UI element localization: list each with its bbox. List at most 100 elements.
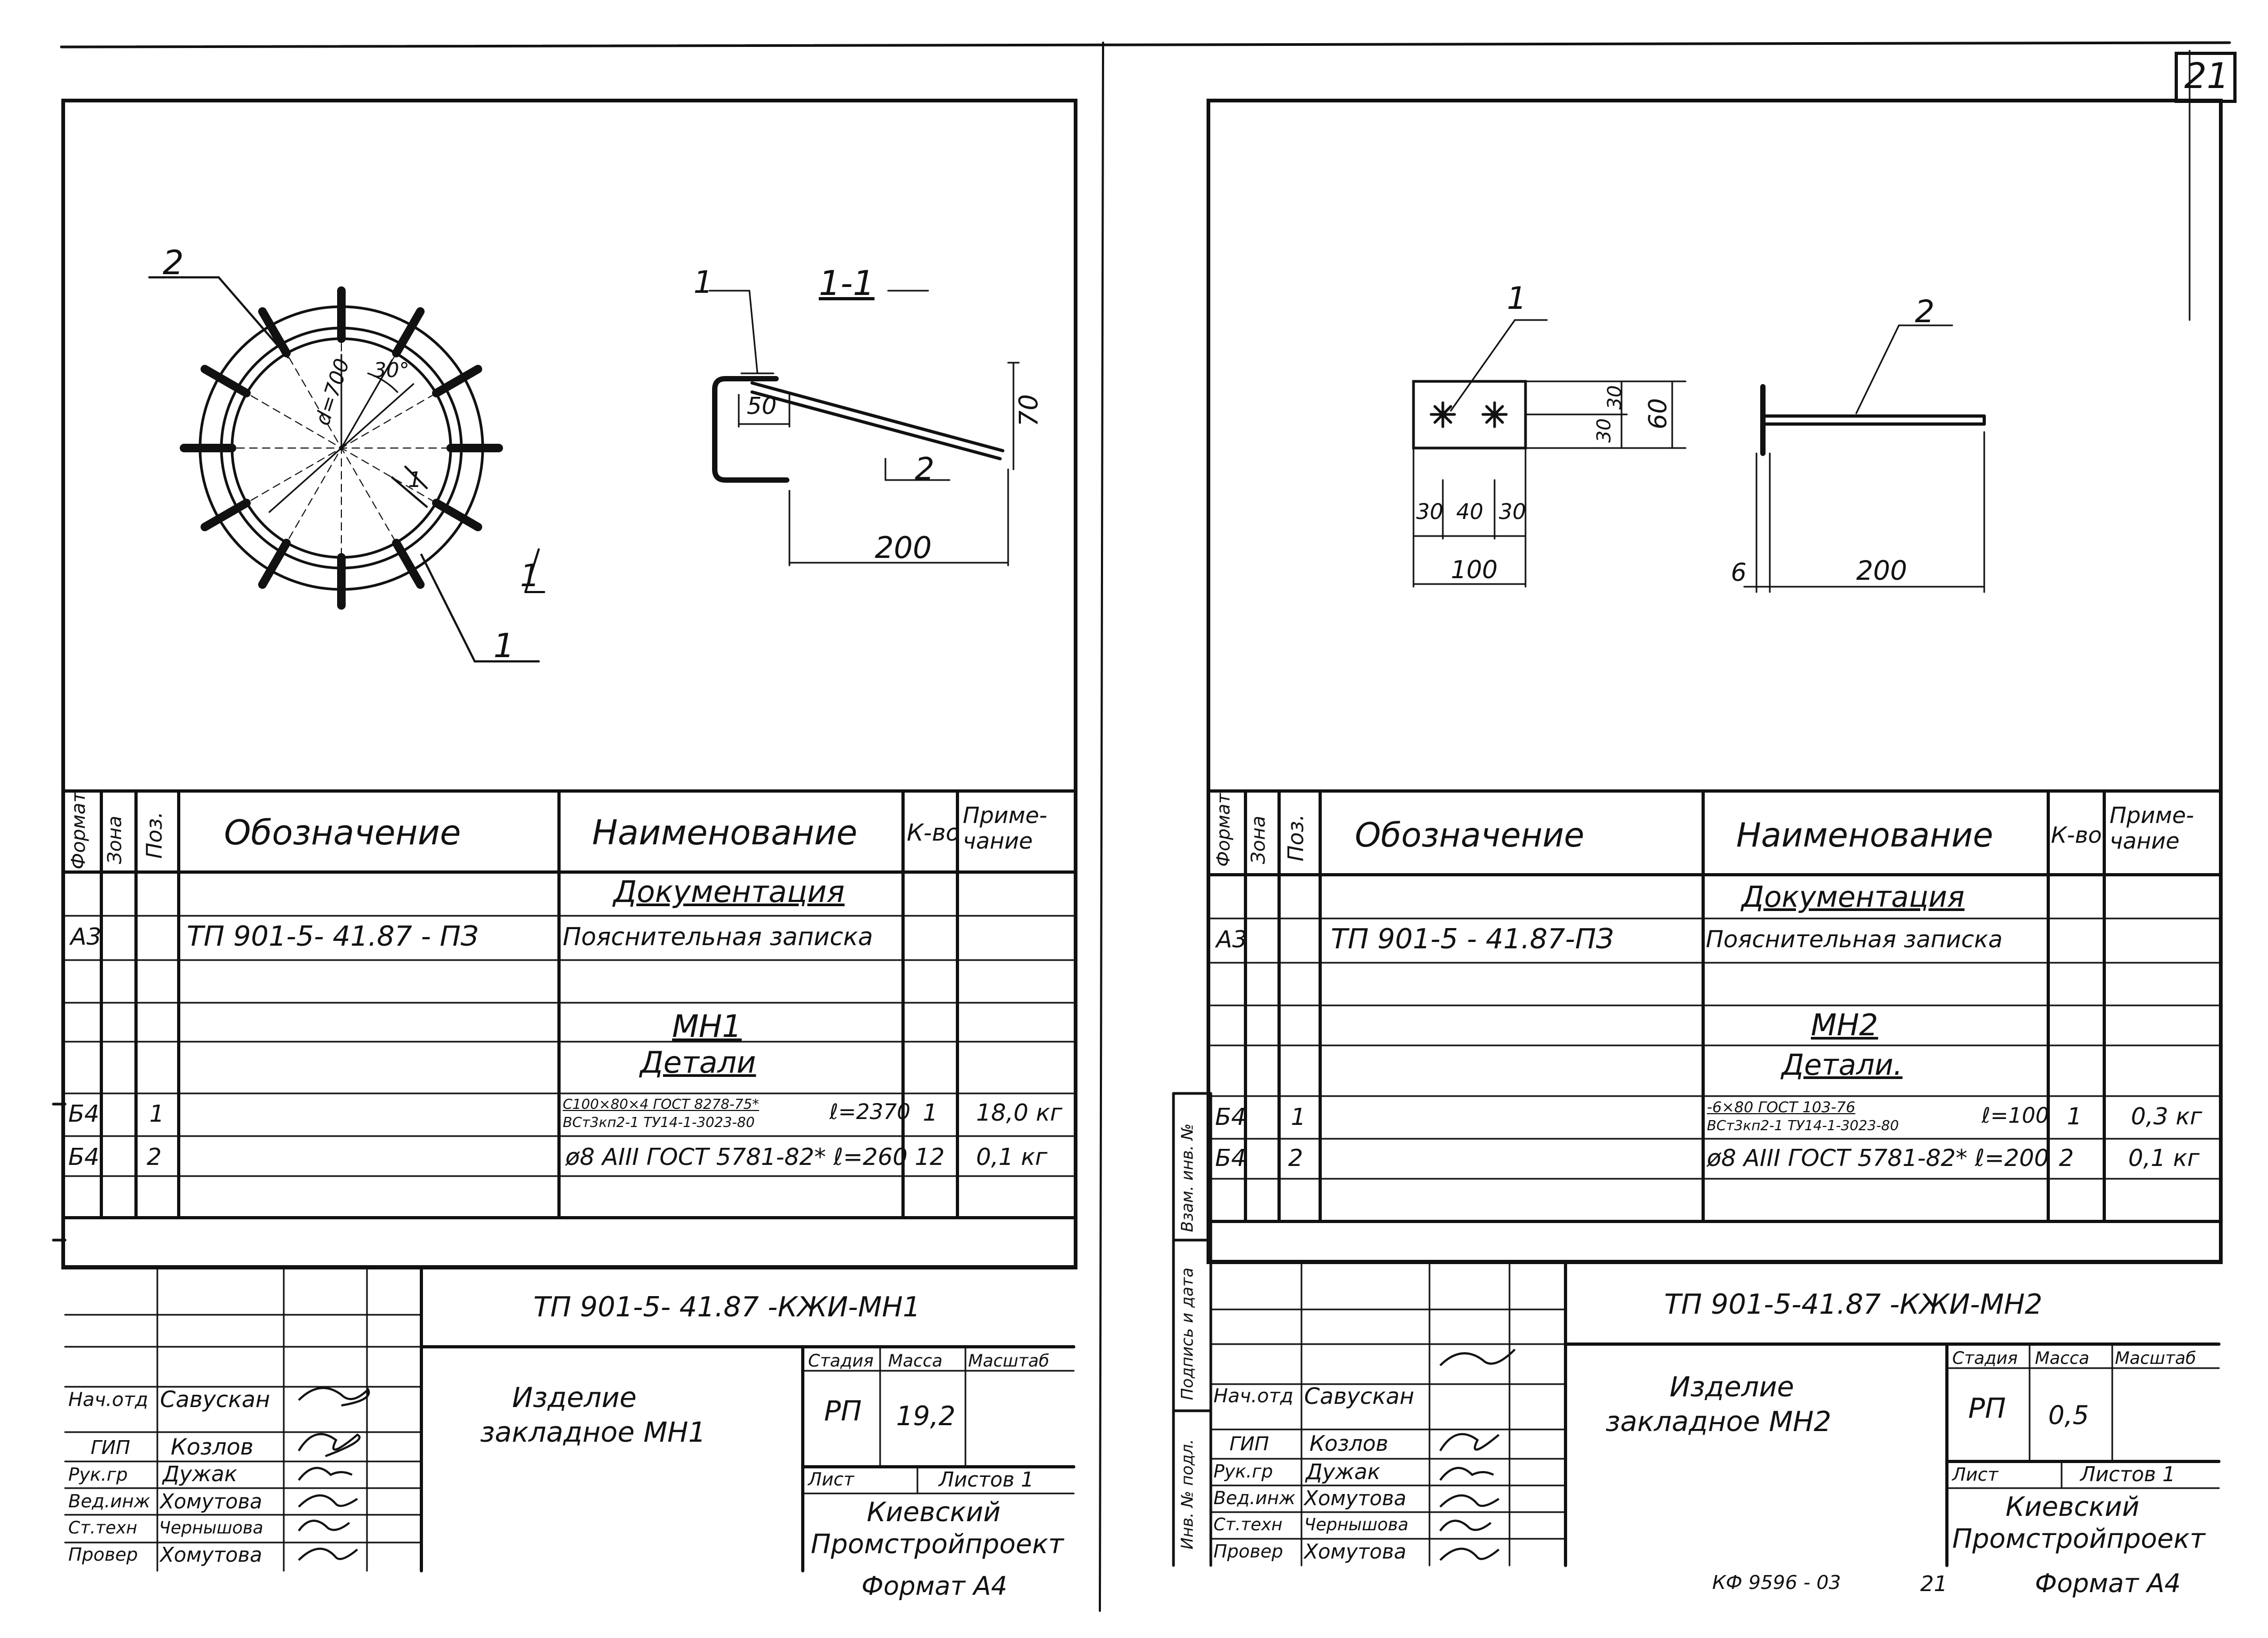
r-row1-pos: 1	[1291, 1104, 1306, 1131]
dim-6: 6	[1731, 558, 1747, 587]
left-role-4: Вед.инж	[68, 1491, 150, 1512]
r-hdr-format: Формат	[1213, 793, 1234, 867]
item-title: МН1	[672, 1008, 742, 1044]
right-scale-hdr: Масштаб	[2115, 1348, 2197, 1368]
dim-30-bottom: 30	[1593, 418, 1615, 443]
r-row2-pos: 2	[1288, 1145, 1303, 1172]
side-label-inv: Инв. № подл.	[1178, 1439, 1197, 1549]
right-sheet-label: Лист	[1952, 1464, 1999, 1485]
r-item-title: МН2	[1811, 1008, 1879, 1043]
r-details-title: Детали.	[1782, 1048, 1903, 1082]
row1-name-bottom: ВСт3кп2-1 ТУ14-1-3023-80	[563, 1115, 755, 1131]
r-hdr-qty: К-во	[2051, 822, 2102, 848]
bar-leader-2: 2	[1915, 293, 1935, 330]
r-row1-format: Б4	[1215, 1104, 1247, 1131]
r-doc-designation: ТП 901-5 - 41.87-ПЗ	[1331, 923, 1614, 955]
hdr-designation: Обозначение	[224, 813, 461, 853]
row1-length: ℓ=2370	[829, 1100, 911, 1124]
row1-note: 18,0 кг	[976, 1099, 1063, 1126]
right-role-6: Провер	[1213, 1541, 1283, 1562]
left-stage: РП	[824, 1395, 862, 1427]
left-person-1: Савускан	[160, 1386, 270, 1412]
dim-70: 70	[1014, 394, 1044, 427]
cut-mark-upper: 1	[408, 468, 422, 492]
row2-name: ø8 АIII ГОСТ 5781-82* ℓ=260	[565, 1144, 908, 1171]
left-item-name-1: Изделие	[512, 1382, 637, 1414]
left-sheets-label: Листов 1	[939, 1468, 1034, 1491]
side-label-sign: Подпись и дата	[1178, 1267, 1197, 1401]
row1-name-top: С100×80×4 ГОСТ 8278-75*	[563, 1097, 760, 1113]
right-item-name-2: закладное МН2	[1606, 1406, 1832, 1438]
right-role-4: Вед.инж	[1213, 1488, 1296, 1509]
details-title: Детали	[640, 1045, 756, 1080]
plate-leader-1: 1	[1507, 280, 1527, 316]
right-item-name-1: Изделие	[1670, 1371, 1794, 1403]
r-row1-note: 0,3 кг	[2131, 1103, 2202, 1130]
right-person-2: Козлов	[1309, 1432, 1388, 1456]
r-doc-format: А3	[1216, 926, 1248, 953]
r-row2-qty: 2	[2059, 1145, 2074, 1172]
page-number: 21	[2184, 55, 2229, 97]
doc-designation: ТП 901-5- 41.87 - ПЗ	[187, 921, 478, 953]
left-person-3: Дужак	[163, 1462, 237, 1487]
r-hdr-note: Приме-чание	[2110, 802, 2194, 854]
dim-100: 100	[1451, 555, 1498, 584]
section-title: 1-1	[819, 264, 875, 303]
left-sheet-label: Лист	[808, 1469, 855, 1490]
left-org-2: Промстройпроект	[811, 1529, 1064, 1560]
r-row2-note: 0,1 кг	[2128, 1145, 2200, 1172]
row2-qty: 12	[915, 1144, 945, 1171]
right-person-3: Дужак	[1306, 1460, 1380, 1484]
hdr-name: Наименование	[592, 813, 858, 853]
dim-200: 200	[875, 531, 932, 565]
section-leader-2: 2	[915, 451, 935, 487]
right-mass: 0,5	[2048, 1401, 2089, 1431]
row1-format: Б4	[68, 1100, 100, 1128]
right-sheets-label: Листов 1	[2080, 1463, 2176, 1486]
section-leader-1: 1	[693, 264, 713, 300]
left-role-3: Рук.гр	[68, 1464, 128, 1485]
left-role-1: Нач.отд	[68, 1389, 148, 1411]
side-label-vzam: Взам. инв. №	[1178, 1123, 1197, 1232]
right-stage: РП	[1968, 1393, 2006, 1425]
left-person-6: Хомутова	[160, 1543, 262, 1567]
r-doc-name: Пояснительная записка	[1706, 926, 2003, 953]
right-person-1: Савускан	[1304, 1383, 1415, 1409]
right-role-1: Нач.отд	[1213, 1385, 1293, 1407]
row1-pos: 1	[149, 1100, 164, 1128]
dim-30-top: 30	[1604, 385, 1626, 410]
right-mass-hdr: Масса	[2035, 1348, 2090, 1368]
left-doc-code: ТП 901-5- 41.87 -КЖИ-МН1	[533, 1291, 921, 1323]
right-stage-hdr: Стадия	[1952, 1348, 2018, 1368]
doc-name: Пояснительная записка	[563, 922, 873, 951]
angle-label: 30°	[373, 358, 410, 382]
hdr-format: Формат	[68, 791, 90, 869]
left-mass: 19,2	[896, 1401, 956, 1432]
left-role-5: Ст.техн	[68, 1517, 138, 1538]
dim-50: 50	[747, 393, 777, 420]
r-hdr-pos: Поз.	[1284, 814, 1308, 861]
r-hdr-zone: Зона	[1248, 816, 1269, 864]
row2-pos: 2	[147, 1144, 162, 1171]
dim-30-right: 30	[1499, 500, 1526, 524]
left-format: Формат А4	[861, 1571, 1008, 1601]
cut-mark-lower: 1	[520, 557, 540, 594]
right-org-1: Киевский	[2006, 1491, 2139, 1522]
left-org-1: Киевский	[867, 1497, 1001, 1528]
left-mass-hdr: Масса	[888, 1351, 943, 1371]
hdr-note: Приме-чание	[963, 802, 1048, 854]
right-person-6: Хомутова	[1304, 1540, 1407, 1563]
right-role-3: Рук.гр	[1213, 1461, 1273, 1482]
row1-qty: 1	[923, 1099, 938, 1126]
right-format: Формат А4	[2035, 1569, 2181, 1599]
ring-leader-2: 2	[163, 243, 184, 282]
row2-note: 0,1 кг	[976, 1144, 1048, 1171]
left-scale-hdr: Масштаб	[968, 1351, 1050, 1371]
archive-code: КФ 9596 - 03	[1712, 1572, 1841, 1594]
r-section-documentation: Документация	[1742, 880, 1964, 914]
left-person-5: Чернышова	[159, 1517, 263, 1538]
right-org-2: Промстройпроект	[1952, 1523, 2206, 1554]
left-sheet-frame	[61, 99, 1077, 1269]
